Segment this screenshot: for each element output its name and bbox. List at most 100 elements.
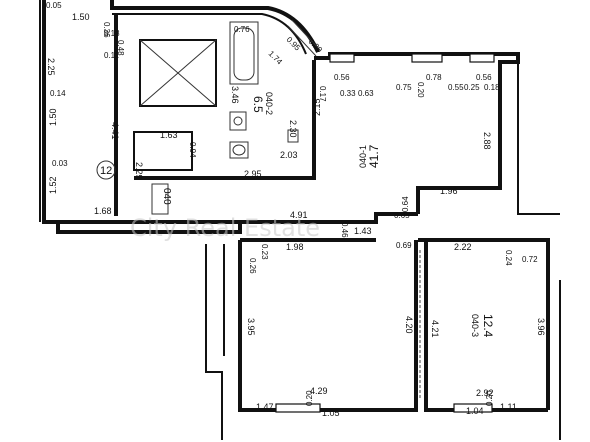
dim-label: 0.36 (102, 22, 111, 38)
dim-label: 0.25 (464, 83, 480, 92)
dim-label: 0.24 (504, 250, 513, 266)
window (453, 403, 493, 413)
dim-label: 2.22 (454, 242, 472, 252)
lower-left-room-wall (238, 240, 418, 412)
dim-label: 1.50 (48, 108, 58, 126)
sink (229, 111, 247, 131)
dim-label: 0.56 (476, 73, 492, 82)
dim-label: 0.23 (260, 244, 269, 260)
dim-label: 0.18 (484, 83, 500, 92)
dim-label: 2.92 (476, 388, 494, 398)
dim-label: 0.65 (394, 211, 410, 220)
dim-label: 2.03 (280, 150, 298, 160)
dim-label: 0.20 (305, 390, 314, 406)
bathtub-basin (233, 27, 255, 81)
dim-label: 0.75 (396, 83, 412, 92)
unit-circle-tag (96, 160, 116, 180)
dim-label: 0.76 (234, 25, 250, 34)
dim-label: 0.11 (104, 51, 120, 60)
lower-right-room-wall (424, 240, 548, 412)
right-outer-wall-top (517, 62, 560, 215)
toilet (229, 141, 249, 159)
angled-window (287, 19, 321, 57)
dim-label: 0.18 (104, 29, 120, 38)
dim-label: 0.78 (426, 73, 442, 82)
window (329, 53, 355, 63)
dim-label: 0.69 (396, 241, 412, 250)
lower-outer-wall (205, 244, 223, 440)
dim-label: 0.26 (248, 258, 257, 274)
exterior-wall-upper-left (42, 0, 58, 224)
dim-label: 0.20 (307, 37, 325, 55)
dim-label: 2.29 (134, 162, 144, 180)
stair-shaft (139, 39, 217, 107)
window (411, 53, 443, 63)
dim-label: 0.33 (340, 89, 356, 98)
watermark: City Real Estate (130, 214, 320, 242)
bathroom-top-inner-arc (112, 13, 307, 55)
dim-label: 2.30 (288, 120, 298, 138)
dim-label: 0.48 (116, 40, 125, 56)
dim-label: 0.94 (188, 142, 197, 158)
dim-label: 0.56 (334, 73, 350, 82)
dim-label: 1.96 (440, 186, 458, 196)
dim-label: 2.88 (482, 132, 492, 150)
room-area-label: 41.7 (367, 144, 381, 168)
dim-label: 0.03 (52, 159, 68, 168)
room-id-label: 040-2 (264, 92, 274, 115)
stair-shaft-cross (139, 39, 217, 107)
stair-room-inner (133, 131, 193, 171)
dim-label: 1.43 (354, 226, 372, 236)
dim-label: 0.20 (416, 82, 425, 98)
room-area-label: 6.5 (251, 96, 265, 113)
dim-label: 0.14 (50, 89, 66, 98)
dim-label: 1.68 (94, 206, 112, 216)
dim-label: 1.63 (160, 130, 178, 140)
bathtub (229, 21, 259, 85)
dim-label: 2.95 (244, 169, 262, 179)
room-id-label: 040-3 (470, 314, 480, 337)
dim-label: 3.96 (536, 318, 546, 336)
toilet-bowl (232, 144, 246, 156)
stair-label-box (151, 183, 169, 215)
long-lower-wall (56, 220, 242, 234)
dim-label: 4.21 (430, 320, 440, 338)
dim-label: 0.55 (448, 83, 464, 92)
dim-label: 0.05 (46, 1, 62, 10)
sink-drain (233, 116, 243, 126)
lower-rooms-right-top (418, 238, 550, 410)
dim-label: 4.91 (290, 210, 308, 220)
dim-label: 0.46 (340, 222, 349, 238)
dim-label: 2.15 (312, 98, 322, 116)
dim-label: 1.05 (322, 408, 340, 418)
dim-label: 0.63 (358, 89, 374, 98)
stair-label: 040 (161, 188, 172, 205)
dim-label: 0.17 (318, 86, 327, 102)
dim-label: 0.95 (285, 35, 303, 53)
dim-label: 1.74 (267, 49, 285, 67)
dim-label: 3.46 (230, 86, 240, 104)
dim-label: 0.20 (485, 390, 494, 406)
room-id-label: 040-1 (358, 145, 368, 168)
dim-label: 4.41 (110, 122, 120, 140)
dim-label: 1.47 (256, 402, 274, 412)
unit-number-label: 12 (100, 165, 112, 177)
dim-label: 1.11 (500, 402, 517, 412)
dim-label: 1.50 (72, 12, 90, 22)
dim-label: 1.98 (286, 242, 304, 252)
dim-label: 3.95 (246, 318, 256, 336)
middle-divider-wall (240, 212, 418, 224)
dim-label: 4.29 (310, 386, 328, 396)
fixture (287, 129, 299, 143)
corridor-wall (134, 60, 316, 180)
dim-label: 4.20 (404, 316, 414, 334)
window (469, 53, 495, 63)
dim-label: 2.25 (46, 58, 56, 76)
dim-label: 0.64 (401, 196, 410, 212)
dim-label: 1.52 (48, 176, 58, 194)
room-area-label: 12.4 (481, 314, 495, 338)
dim-label: 1.04 (466, 406, 484, 416)
dim-label: 0.72 (522, 255, 538, 264)
